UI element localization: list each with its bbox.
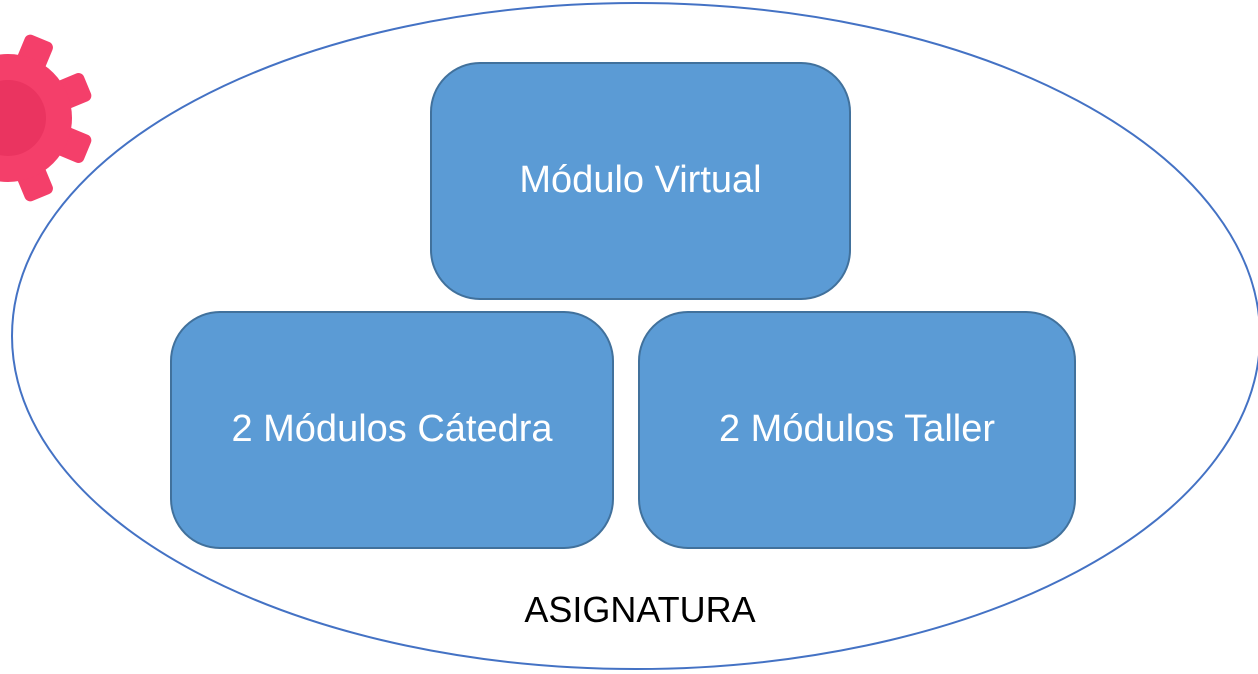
gear-icon [0,34,92,202]
asignatura-label: ASIGNATURA [524,589,756,630]
node-modulos-catedra: 2 Módulos Cátedra [170,311,614,549]
node-modulos-catedra-label: 2 Módulos Cátedra [231,408,553,451]
node-modulo-virtual-label: Módulo Virtual [519,159,762,202]
node-modulos-taller: 2 Módulos Taller [638,311,1076,549]
asignatura-ellipse [11,2,1258,670]
node-modulo-virtual: Módulo Virtual [430,62,851,300]
node-modulos-taller-label: 2 Módulos Taller [718,408,995,451]
